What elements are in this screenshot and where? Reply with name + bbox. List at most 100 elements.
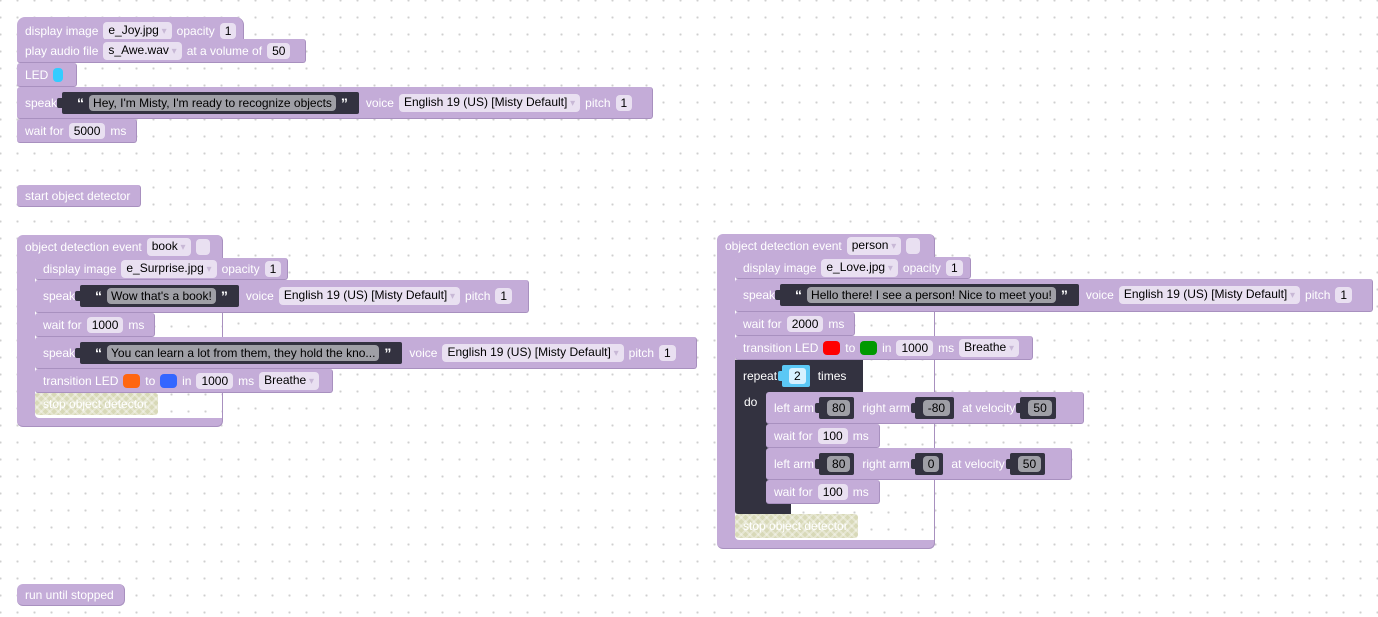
unit-label: ms [852,428,869,443]
wait-input[interactable]: 5000 [68,122,106,139]
arms-block[interactable]: left arm 80 right arm -80 at velocity 50 [766,392,1084,424]
right-arm-label: right arm [862,400,910,415]
speak-block[interactable]: speak “ Hello there! I see a person! Nic… [735,279,1373,312]
right-arm-input[interactable]: -80 [922,399,951,416]
arms-block[interactable]: left arm 80 right arm 0 at velocity 50 [766,448,1072,480]
from-color-picker[interactable] [123,373,141,388]
unit-label: ms [828,316,845,331]
speak-block[interactable]: speak “ You can learn a lot from them, t… [35,337,697,369]
velocity-socket[interactable]: 50 [1005,452,1046,475]
speech-text-field[interactable]: You can learn a lot from them, they hold… [107,344,380,361]
pitch-label: pitch [628,345,654,360]
volume-input[interactable]: 50 [267,42,291,59]
opacity-input[interactable]: 1 [264,260,282,277]
pitch-input[interactable]: 1 [1335,287,1353,303]
from-color-picker[interactable] [823,340,841,355]
opacity-input[interactable]: 1 [219,22,237,39]
right-arm-socket[interactable]: 0 [910,452,944,475]
wait-block[interactable]: wait for 1000 ms [35,313,155,337]
led-block[interactable]: LED [17,63,77,87]
unit-label: ms [938,340,955,355]
display-image-block[interactable]: display image e_Love.jpg opacity 1 [735,257,971,279]
right-arm-socket[interactable]: -80 [910,396,955,419]
voice-dropdown[interactable]: English 19 (US) [Misty Default] [442,343,624,362]
block-label: transition LED [43,373,119,388]
volume-label: at a volume of [186,43,263,58]
text-input-block[interactable]: “ You can learn a lot from them, they ho… [75,341,403,364]
unit-label: ms [110,123,127,138]
pitch-input[interactable]: 1 [495,288,513,304]
event-checkbox[interactable] [906,237,921,254]
pitch-input[interactable]: 1 [615,94,633,111]
velocity-socket[interactable]: 50 [1016,396,1056,419]
wait-block[interactable]: wait for 100 ms [766,424,880,448]
to-label: to [845,340,856,355]
repeat-count-socket[interactable]: 2 [778,365,810,387]
wait-input[interactable]: 100 [817,427,848,444]
stop-object-detector-block[interactable]: stop object detector [735,514,858,538]
wait-input[interactable]: 1000 [86,316,124,333]
wait-input[interactable]: 2000 [786,315,824,332]
object-dropdown[interactable]: person [846,236,902,255]
image-dropdown[interactable]: e_Surprise.jpg [121,259,217,278]
stop-object-detector-block[interactable]: stop object detector [35,393,158,415]
run-until-stopped-block[interactable]: run until stopped [17,584,125,606]
duration-input[interactable]: 1000 [196,372,234,389]
repeat-label: repeat [743,369,778,383]
left-arm-socket[interactable]: 80 [814,396,855,419]
duration-input[interactable]: 1000 [896,339,934,356]
transition-led-block[interactable]: transition LED to in 1000 ms Breathe [735,336,1033,360]
start-object-detector-block[interactable]: start object detector [17,185,141,207]
velocity-input[interactable]: 50 [1017,455,1042,472]
speech-text-field[interactable]: Wow that's a book! [107,288,216,304]
close-quote-icon: ” [220,288,228,304]
object-detection-event-block[interactable]: object detection event person [717,234,934,257]
object-dropdown[interactable]: book [146,237,191,256]
repeat-count-input[interactable]: 2 [789,368,806,384]
mode-dropdown[interactable]: Breathe [259,371,319,390]
image-dropdown[interactable]: e_Love.jpg [821,258,898,277]
wait-block[interactable]: wait for 2000 ms [735,312,855,336]
speech-text-field[interactable]: Hey, I'm Misty, I'm ready to recognize o… [89,94,336,111]
text-input-block[interactable]: “ Wow that's a book! ” [75,285,239,307]
in-label: in [882,340,892,355]
display-image-block[interactable]: display image e_Surprise.jpg opacity 1 [35,258,288,280]
repeat-block-header[interactable]: repeat 2 times [735,360,863,392]
audio-dropdown[interactable]: s_Awe.wav [103,41,182,60]
open-quote-icon: “ [95,344,103,361]
text-input-block[interactable]: “ Hello there! I see a person! Nice to m… [775,284,1079,306]
wait-block[interactable]: wait for 5000 ms [17,119,137,143]
velocity-input[interactable]: 50 [1028,399,1052,416]
event-checkbox[interactable] [195,238,210,255]
play-audio-block[interactable]: play audio file s_Awe.wav at a volume of… [17,39,306,63]
speak-block[interactable]: speak “ Wow that's a book! ” voice Engli… [35,280,529,313]
block-label: object detection event [25,239,142,254]
image-dropdown[interactable]: e_Joy.jpg [103,21,172,40]
transition-led-block[interactable]: transition LED to in 1000 ms Breathe [35,369,333,393]
left-arm-socket[interactable]: 80 [814,452,855,475]
left-arm-input[interactable]: 80 [827,399,851,416]
pitch-input[interactable]: 1 [659,344,676,361]
to-color-picker[interactable] [860,340,878,355]
opacity-label: opacity [221,261,260,276]
unit-label: ms [238,373,255,388]
opacity-label: opacity [176,23,215,38]
pitch-label: pitch [1305,288,1331,302]
text-input-block[interactable]: “ Hey, I'm Misty, I'm ready to recognize… [57,91,359,114]
to-color-picker[interactable] [160,373,178,388]
opacity-input[interactable]: 1 [945,259,963,276]
speak-block[interactable]: speak “ Hey, I'm Misty, I'm ready to rec… [17,87,653,119]
wait-input[interactable]: 100 [817,483,848,500]
mode-dropdown[interactable]: Breathe [959,338,1019,357]
led-color-picker[interactable] [53,67,63,82]
left-arm-input[interactable]: 80 [827,455,851,472]
object-detection-event-block[interactable]: object detection event book [17,235,222,258]
voice-dropdown[interactable]: English 19 (US) [Misty Default] [1118,286,1301,304]
speech-text-field[interactable]: Hello there! I see a person! Nice to mee… [807,287,1056,303]
wait-block[interactable]: wait for 100 ms [766,480,880,504]
close-quote-icon: ” [340,94,348,111]
right-arm-input[interactable]: 0 [922,455,940,472]
voice-dropdown[interactable]: English 19 (US) [Misty Default] [398,93,581,112]
voice-dropdown[interactable]: English 19 (US) [Misty Default] [278,287,461,305]
voice-label: voice [409,345,438,360]
